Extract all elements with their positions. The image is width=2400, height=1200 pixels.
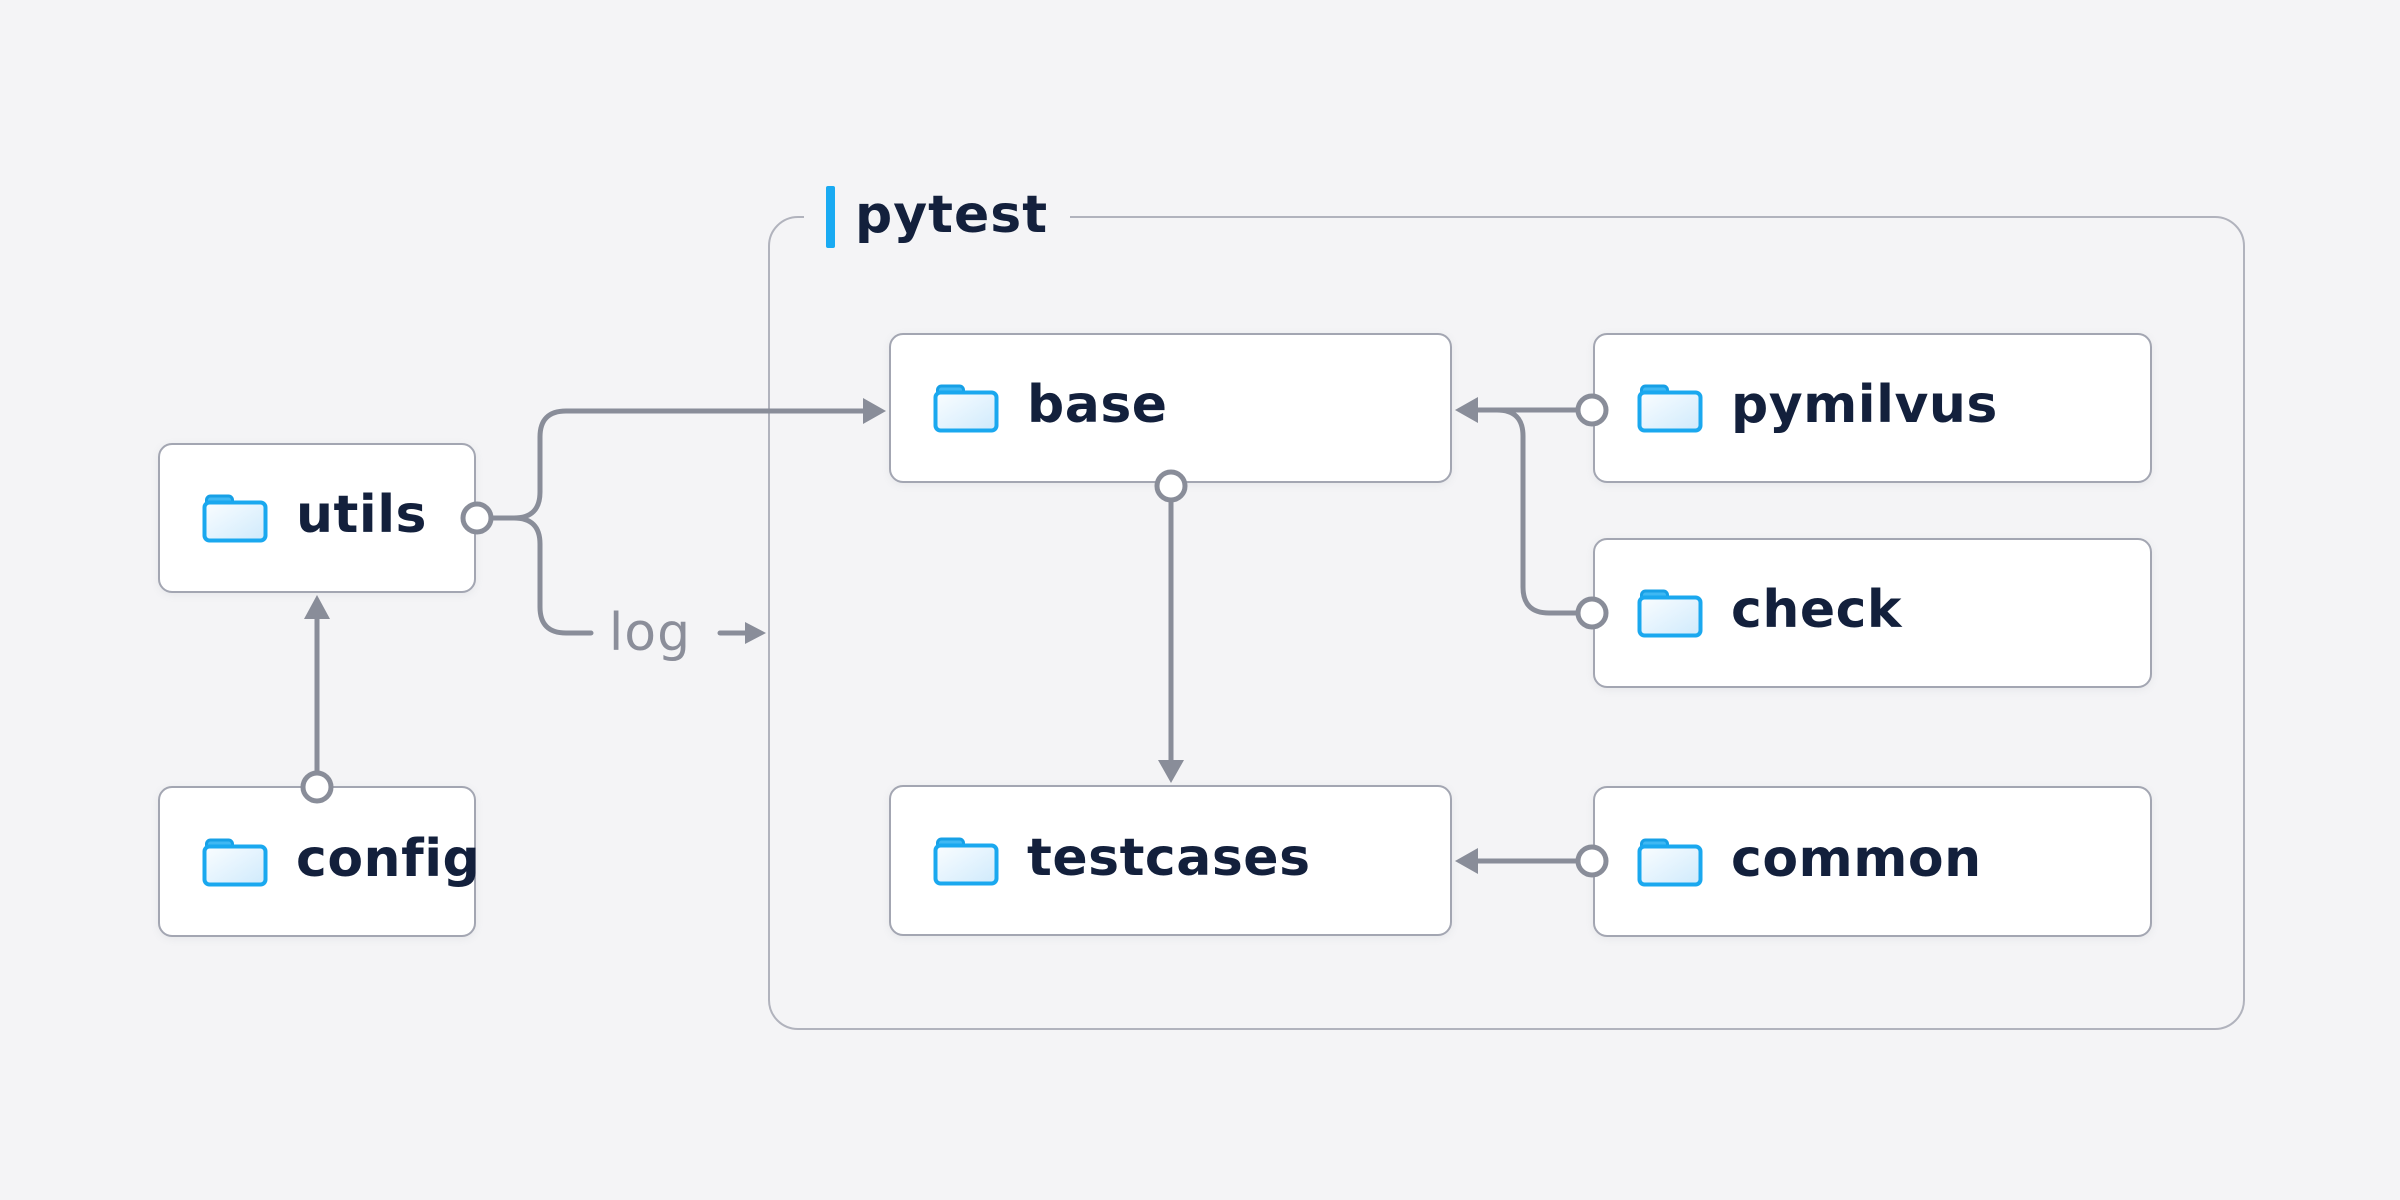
folder-icon: [1637, 837, 1703, 887]
folder-icon: [202, 837, 268, 887]
pytest-container-title: pytest: [855, 185, 1049, 245]
folder-icon: [202, 493, 268, 543]
node-testcases: testcases: [889, 785, 1452, 936]
node-label-utils: utils: [296, 485, 427, 545]
node-pymilvus: pymilvus: [1593, 333, 2152, 483]
node-label-base: base: [1027, 375, 1168, 435]
edge-label-log: log: [608, 603, 692, 663]
node-common: common: [1593, 786, 2152, 937]
folder-icon: [933, 836, 999, 886]
folder-icon: [933, 383, 999, 433]
node-check: check: [1593, 538, 2152, 688]
node-label-check: check: [1731, 580, 1903, 640]
node-label-config: config: [296, 828, 481, 889]
folder-icon: [1637, 383, 1703, 433]
pytest-container: [768, 216, 2245, 1030]
arrowhead-right-icon: [745, 622, 766, 644]
node-label-pymilvus: pymilvus: [1731, 375, 1998, 435]
accent-bar: [826, 186, 835, 248]
node-config: config: [158, 786, 480, 937]
folder-icon: [1637, 588, 1703, 638]
pytest-container-label: pytest: [804, 184, 1071, 250]
node-utils: utils: [158, 443, 476, 593]
node-label-testcases: testcases: [1027, 827, 1311, 888]
node-base: base: [889, 333, 1452, 483]
edge-config-utils: [300, 595, 334, 804]
arrowhead-up-icon: [304, 595, 330, 619]
node-label-common: common: [1731, 828, 1982, 889]
